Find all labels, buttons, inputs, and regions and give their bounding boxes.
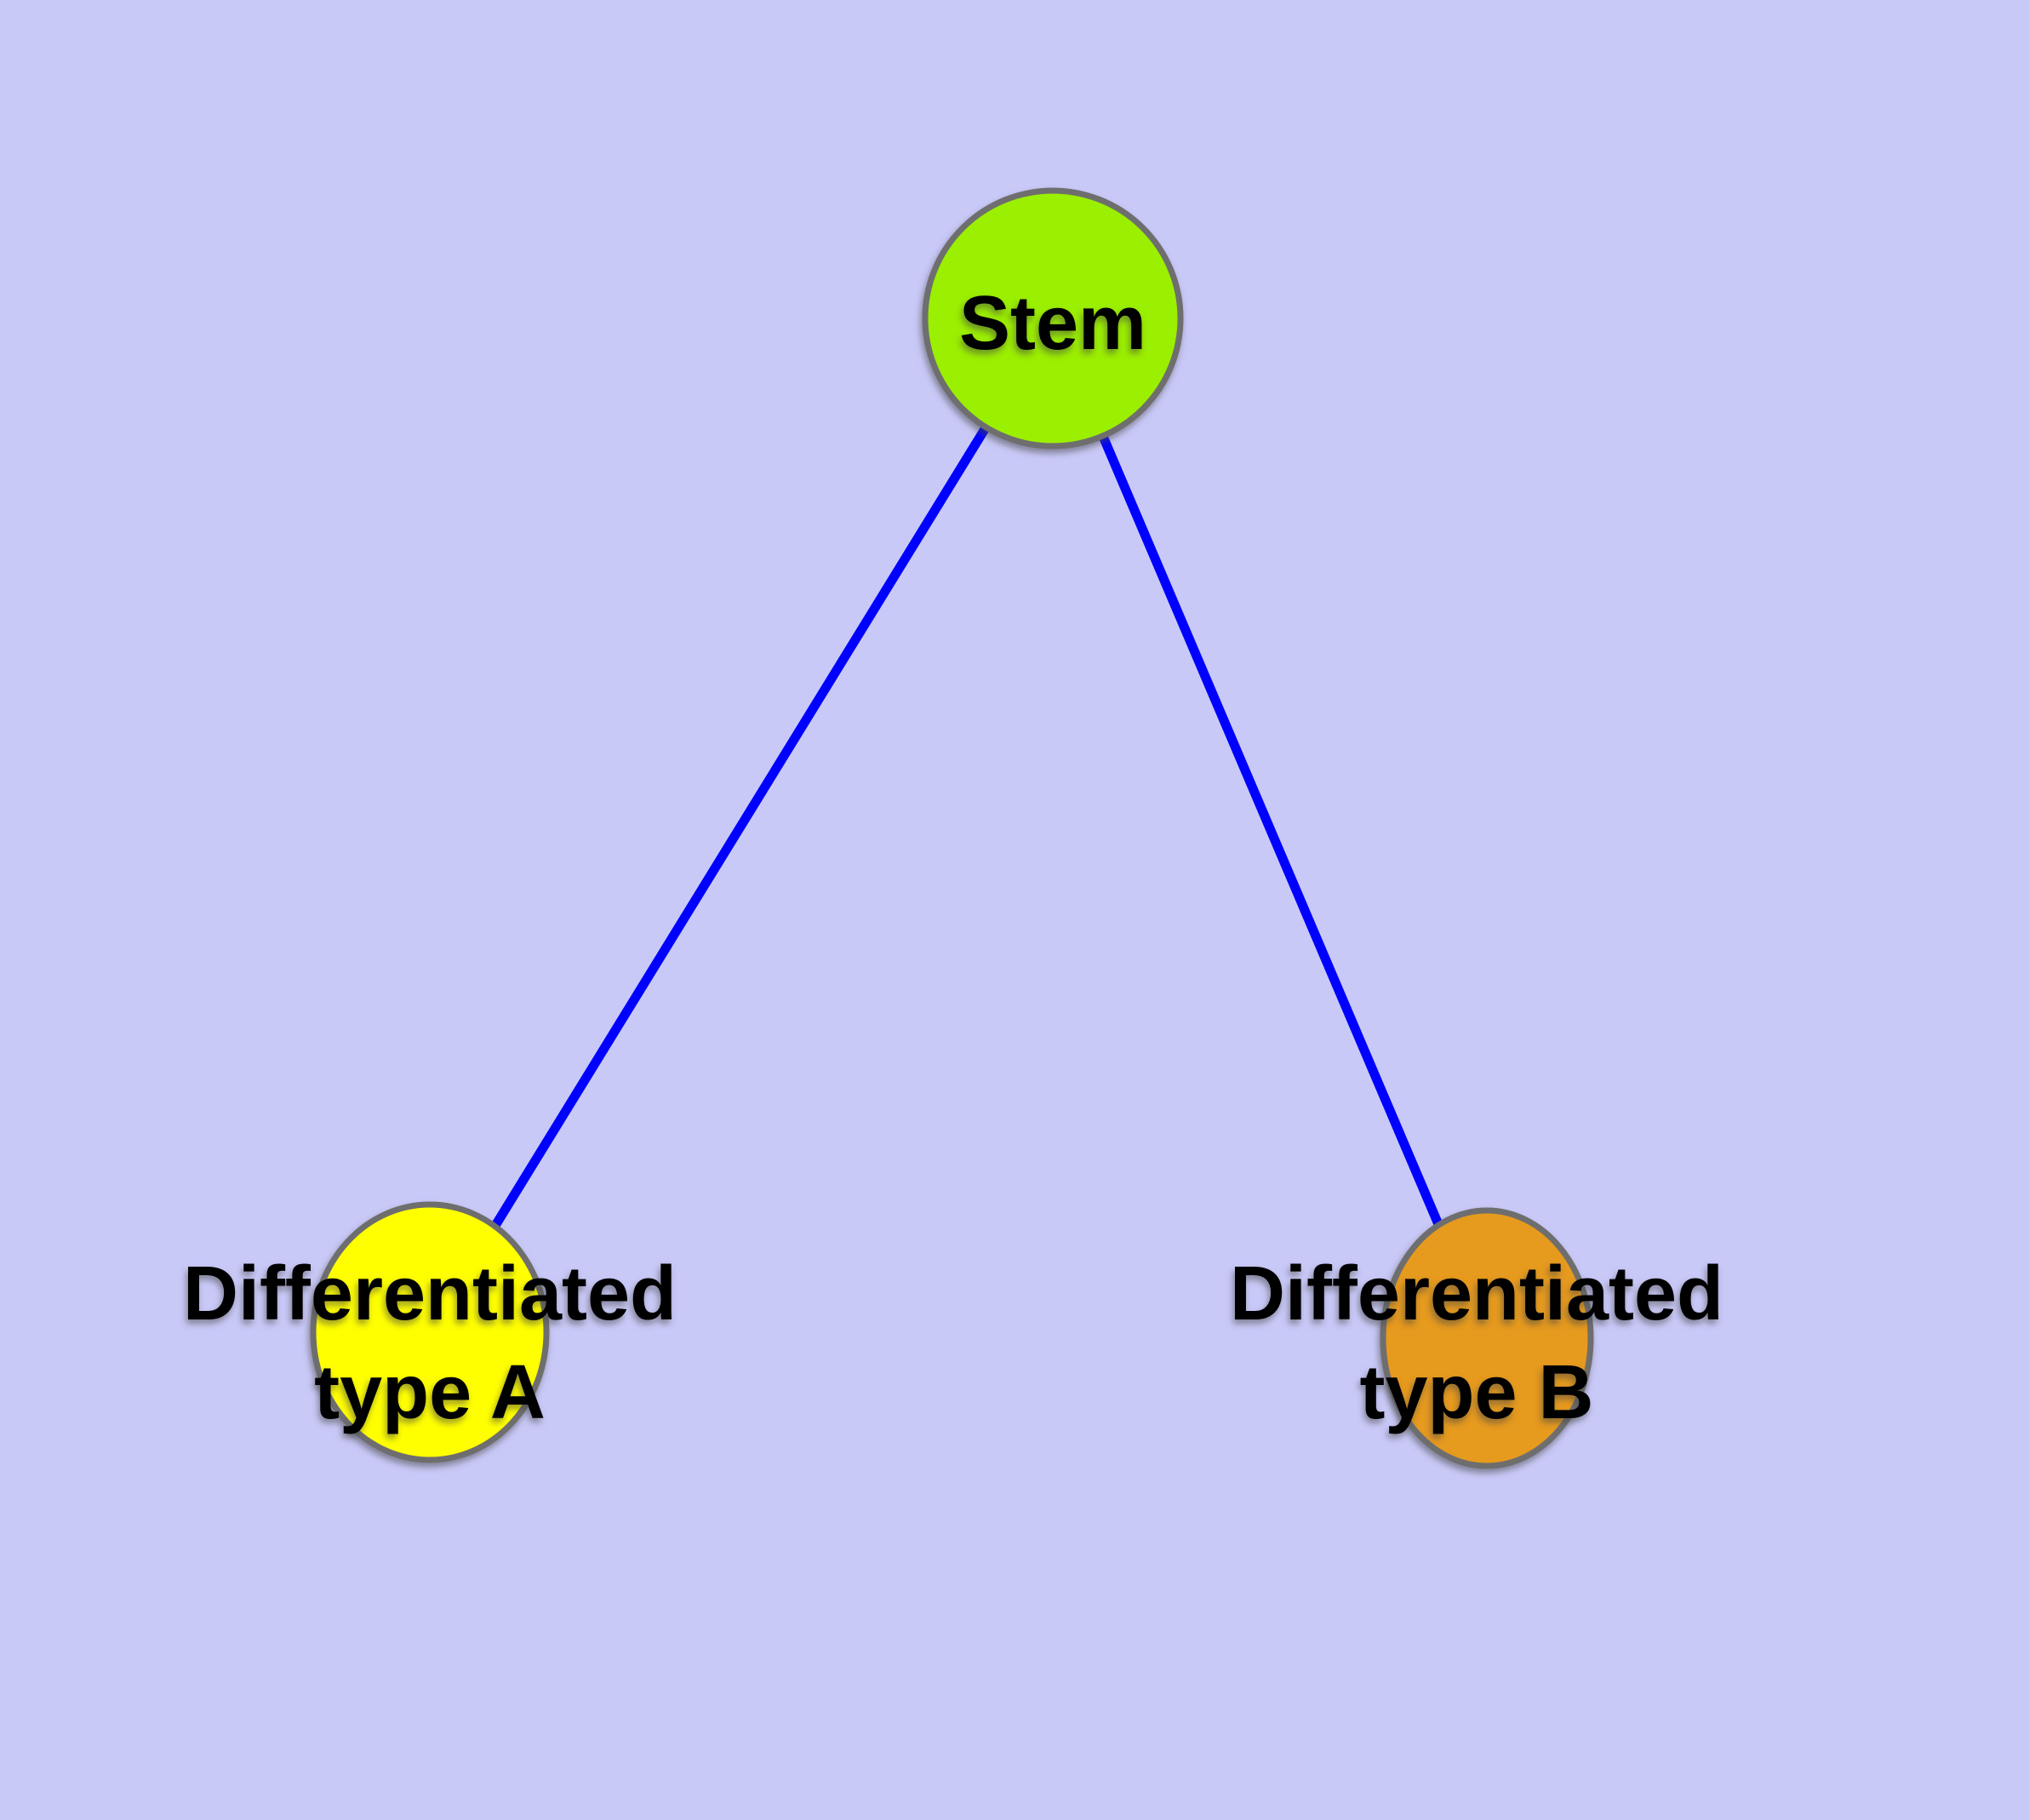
differentiated-type-a-label-line2: type A — [314, 1350, 546, 1435]
differentiated-type-b-node — [1380, 1207, 1594, 1469]
edge-stem-to-type-b — [1048, 316, 1492, 1341]
stem-node — [922, 187, 1184, 449]
edge-stem-to-type-a — [426, 316, 1057, 1335]
differentiated-type-a-label-line1: Differentiated — [183, 1251, 677, 1336]
differentiated-type-b-label-line1: Differentiated — [1230, 1251, 1723, 1336]
stem-node-label: Stem — [959, 281, 1146, 366]
differentiated-type-b-label-line2: type B — [1359, 1350, 1593, 1435]
differentiated-type-a-node — [310, 1201, 550, 1463]
